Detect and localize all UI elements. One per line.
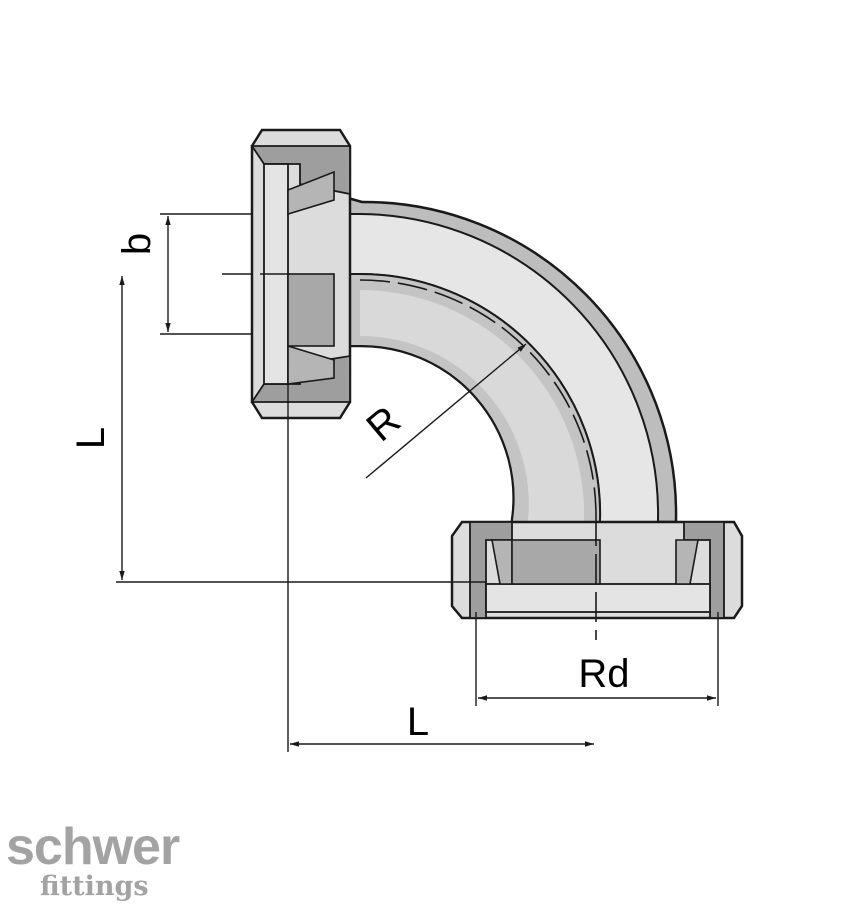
- dimension-lines: [116, 213, 719, 752]
- schwer-logo: schwer fittings: [6, 818, 181, 902]
- left-cone-bottom: [287, 344, 335, 385]
- bottom-cone-right: [675, 539, 699, 585]
- left-ferrule: [287, 273, 335, 347]
- bottom-nut-left-band: [469, 521, 513, 619]
- left-cone-top: [287, 170, 335, 216]
- left-nut: [250, 128, 352, 420]
- R-dimension-line: [365, 343, 527, 479]
- logo-subtitle: fittings: [40, 871, 149, 902]
- logo-name: schwer: [6, 818, 180, 876]
- label-L-horizontal: L: [407, 700, 429, 744]
- label-L-vertical: L: [69, 427, 113, 449]
- bottom-nut-face: [485, 583, 711, 613]
- centre-lines: [222, 273, 597, 640]
- centre-line-arc: [359, 279, 597, 517]
- bottom-nut: [450, 520, 744, 620]
- bottom-ferrule: [511, 539, 601, 585]
- label-R: R: [358, 398, 408, 450]
- label-b: b: [115, 233, 159, 255]
- label-Rd: Rd: [578, 652, 629, 696]
